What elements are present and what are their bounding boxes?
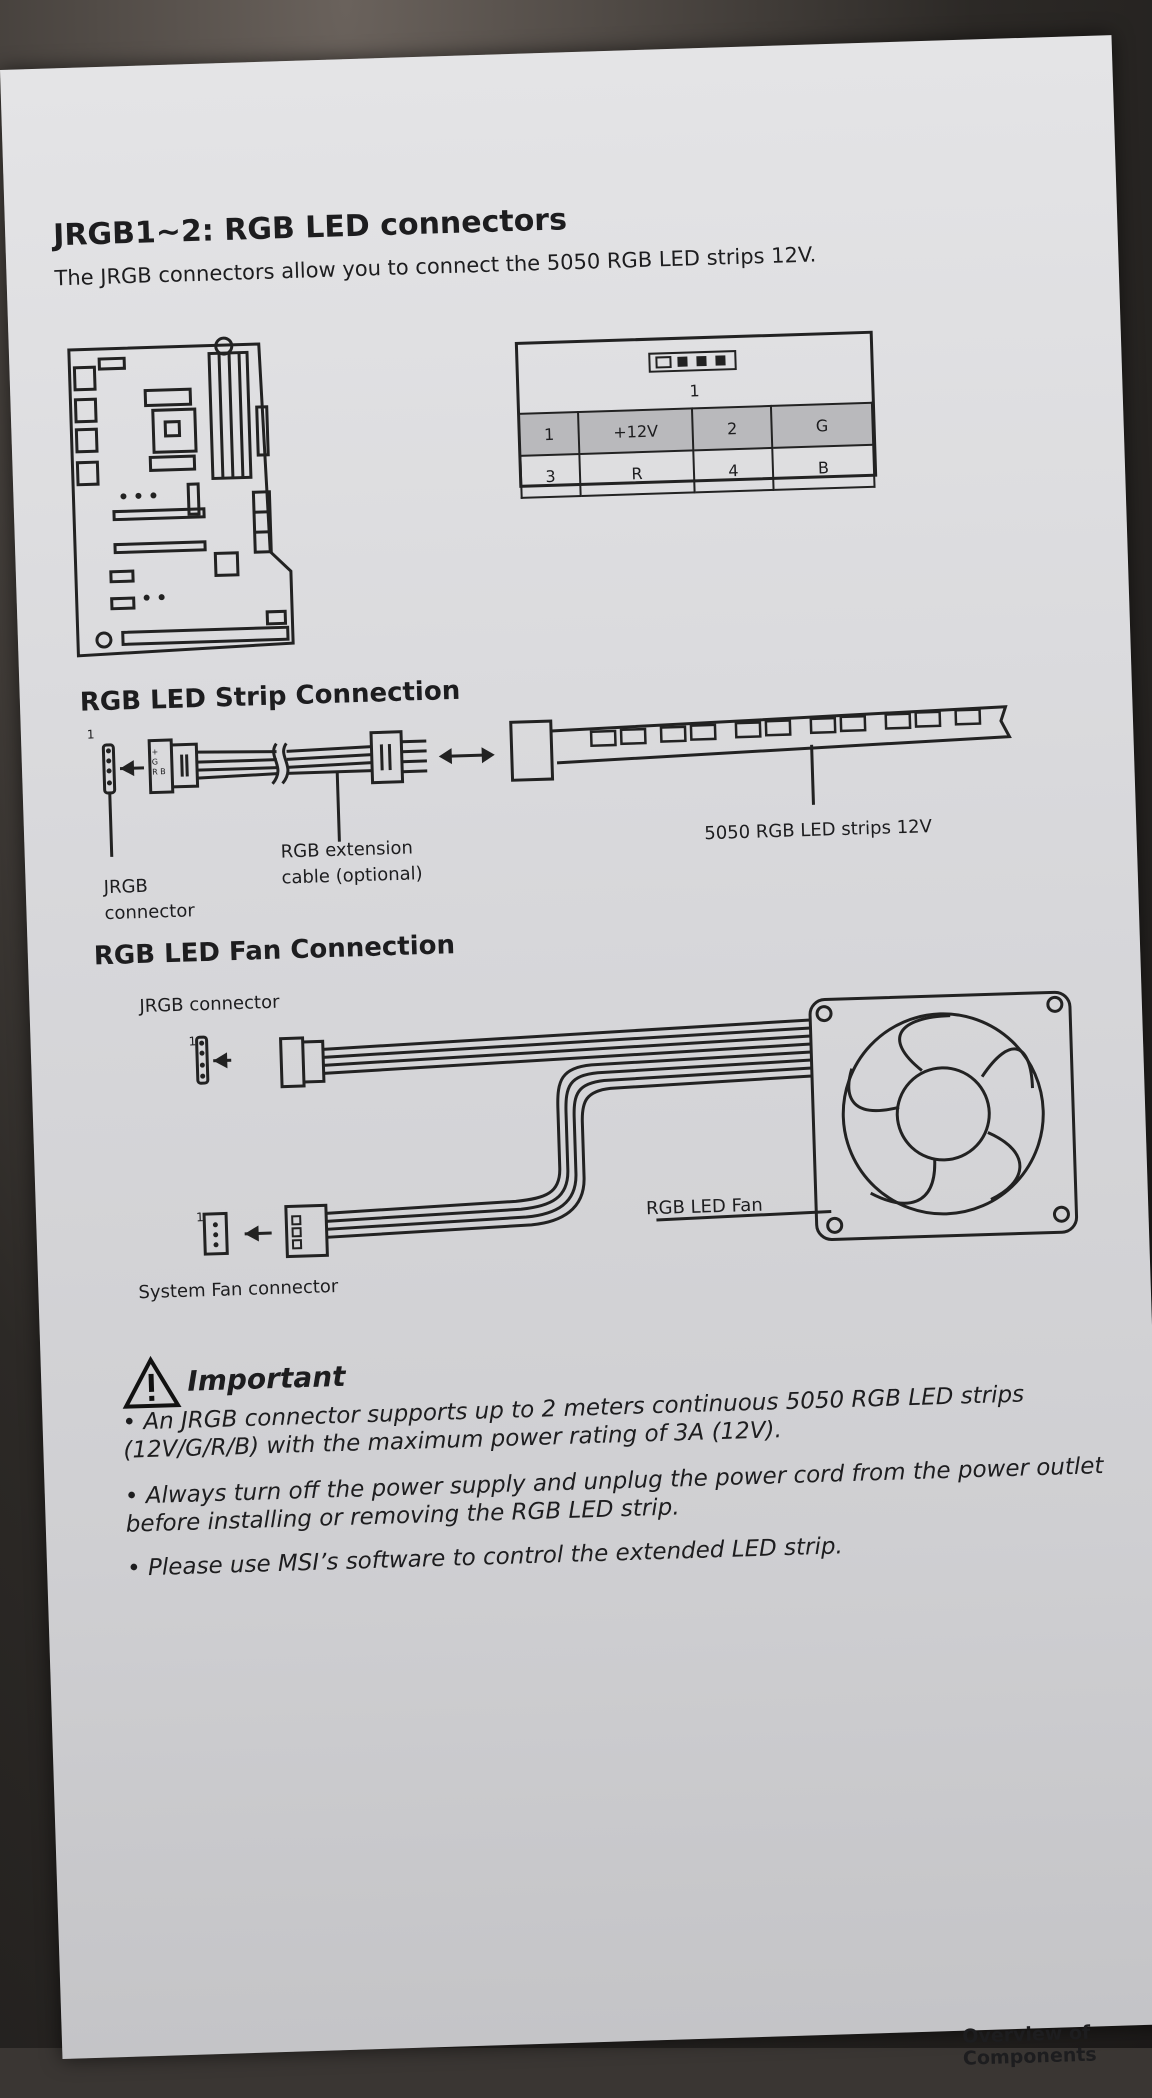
- strip-plug-letters: + G R B: [151, 747, 166, 777]
- important-bullet-2: • Always turn off the power supply and u…: [124, 1453, 1104, 1538]
- system-fan-label: System Fan connector: [138, 1275, 339, 1304]
- pin-signal: +12V: [578, 408, 694, 454]
- pin-signal: G: [770, 402, 874, 448]
- fan-pin1-top: 1: [188, 1034, 197, 1049]
- manual-page: JRGB1~2: RGB LED connectors The JRGB con…: [0, 35, 1152, 2070]
- fan-section-heading: RGB LED Fan Connection: [93, 930, 456, 972]
- motherboard-diagram: [67, 336, 295, 658]
- strip-section-heading: RGB LED Strip Connection: [79, 675, 461, 718]
- fan-connection-diagram: [195, 990, 1079, 1259]
- pin-number: 2: [691, 405, 773, 451]
- fan-pin1-bottom: 1: [195, 1210, 204, 1225]
- pin1-label: 1: [689, 381, 700, 401]
- pin-signal: B: [772, 444, 875, 490]
- bullet-3-line-1: Please use MSI’s software to control the…: [147, 1533, 844, 1582]
- page-title: JRGB1~2: RGB LED connectors: [52, 202, 568, 254]
- jrgb-header-icon: [648, 350, 737, 373]
- pin-number: 4: [693, 447, 774, 493]
- strip-connection-diagram: [101, 705, 1012, 857]
- important-bullet-3: • Please use MSI’s software to control t…: [126, 1533, 844, 1582]
- strip-pin1-label: 1: [86, 727, 95, 742]
- pin-number: 3: [520, 453, 581, 498]
- extension-cable-label-1: RGB extension: [280, 837, 414, 863]
- pinout-table: 1 +12V 2 G 3 R 4 B: [518, 402, 876, 499]
- pin-signal: R: [579, 450, 695, 496]
- warning-icon: [122, 1355, 182, 1409]
- pin-number: 1: [519, 412, 580, 456]
- extension-cable-label-2: cable (optional): [281, 863, 423, 889]
- footer-section-title: Overview of Components: [961, 2021, 1098, 2070]
- jrgb-label-1: JRGB: [103, 875, 149, 899]
- important-title: Important: [186, 1359, 347, 1398]
- jrgb-label-2: connector: [104, 900, 196, 925]
- pinout-box: 1 1 +12V 2 G 3 R 4 B: [514, 330, 878, 498]
- rgb-fan-label: RGB LED Fan: [645, 1194, 764, 1220]
